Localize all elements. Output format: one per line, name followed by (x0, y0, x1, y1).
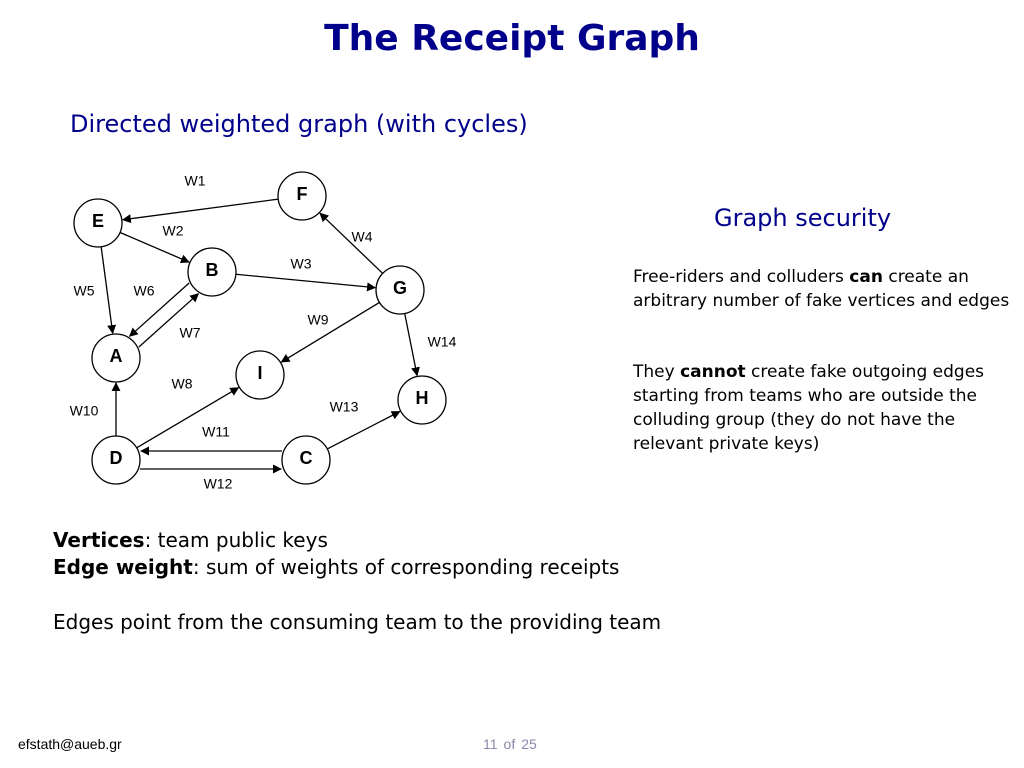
node-d (91, 435, 141, 485)
edge-weight-label: W3 (291, 256, 312, 272)
edge-b-to-a (128, 282, 190, 337)
edge-weight-label: W12 (204, 476, 233, 492)
edge-g-to-h (404, 313, 420, 377)
page-total: 25 (521, 736, 537, 752)
node-a (91, 333, 141, 383)
vertices-term: Vertices (53, 528, 145, 552)
emphasis-cannot: cannot (680, 362, 746, 382)
node-label-f: F (297, 184, 308, 204)
edge-weight-label: W8 (172, 376, 193, 392)
slide-subtitle: Directed weighted graph (with cycles) (70, 110, 528, 138)
node-label-c: C (300, 448, 313, 468)
edge-a-to-b (138, 293, 200, 348)
slide-title: The Receipt Graph (324, 18, 700, 59)
security-paragraph-cannot: They cannot create fake outgoing edges s… (633, 360, 1013, 456)
node-label-a: A (110, 346, 123, 366)
node-b (187, 247, 237, 297)
edge-weight-label: W7 (180, 325, 201, 341)
edge-d-to-i (136, 387, 240, 449)
edge-direction-note: Edges point from the consuming team to t… (53, 610, 662, 634)
page-of: of (503, 736, 516, 752)
para-text: Free-riders and colluders (633, 267, 850, 287)
edge-f-to-e (121, 198, 279, 224)
para-text: create an arbitrary number of fake verti… (633, 267, 1010, 311)
graph-security-heading: Graph security (714, 204, 892, 232)
node-i (235, 350, 285, 400)
node-h (397, 375, 447, 425)
edge-weight-term: Edge weight (53, 555, 193, 579)
node-label-d: D (110, 448, 123, 468)
edge-g-to-f (319, 212, 384, 274)
node-f (277, 171, 327, 221)
edge-c-to-h (327, 410, 401, 450)
edge-weight-definition: Edge weight: sum of weights of correspon… (53, 554, 619, 581)
node-label-g: G (393, 278, 407, 298)
edge-weight-label: W1 (185, 173, 206, 189)
edge-weight-desc: : sum of weights of corresponding receip… (192, 555, 620, 579)
emphasis-can: can (849, 267, 883, 287)
page-indicator: 11 of 25 (483, 736, 543, 752)
para-text: create fake outgoing edges starting from… (633, 362, 985, 454)
edge-weight-label: W4 (352, 229, 373, 245)
node-c (281, 435, 331, 485)
para-text: They (633, 362, 681, 382)
edge-g-to-i (280, 301, 380, 363)
edge-weight-label: W14 (428, 334, 457, 350)
page-current: 11 (483, 736, 498, 752)
node-g (375, 265, 425, 315)
node-label-b: B (206, 260, 219, 280)
security-paragraph-can: Free-riders and colluders can create an … (633, 265, 1013, 313)
footer-email: efstath@aueb.gr (18, 736, 122, 752)
node-label-e: E (92, 211, 104, 231)
edge-weight-label: W5 (74, 283, 95, 299)
edge-weight-label: W13 (330, 399, 359, 415)
vertices-definition: Vertices: team public keys (53, 527, 328, 554)
edge-e-to-b (119, 231, 190, 264)
edge-weight-label: W10 (70, 403, 99, 419)
edge-b-to-g (235, 273, 377, 292)
edge-weight-label: W6 (134, 283, 155, 299)
node-label-h: H (416, 388, 429, 408)
edge-weight-label: W2 (163, 223, 184, 239)
edge-weight-label: W9 (308, 312, 329, 328)
node-label-i: I (257, 363, 262, 383)
edge-weight-label: W11 (202, 424, 230, 440)
edge-e-to-a (100, 246, 117, 335)
node-e (73, 198, 123, 248)
vertices-desc: : team public keys (144, 528, 328, 552)
